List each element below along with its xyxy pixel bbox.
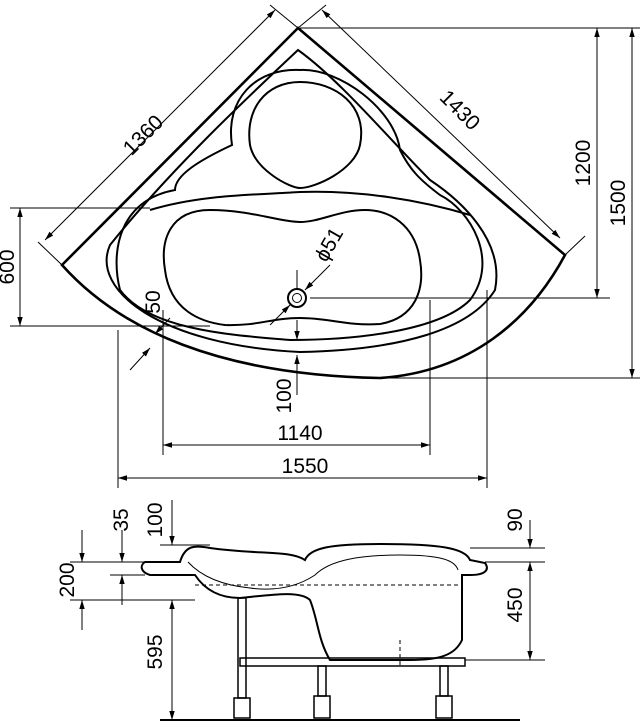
dimension-lines: [17, 9, 635, 481]
drain-outer: [287, 288, 307, 308]
dim-drain-diameter: ϕ51: [311, 224, 348, 266]
dim-apron-height: 200: [56, 562, 79, 597]
tub-side-profile-outer: [140, 542, 488, 661]
tub-basin: [162, 208, 423, 327]
tub-backrest-lobe: [248, 80, 363, 190]
dim-inner-width: 1140: [277, 422, 322, 445]
dim-overall-width: 1550: [282, 455, 329, 478]
side-extension-lines: [70, 544, 545, 721]
drain-inner: [292, 293, 302, 303]
dim-overall-depth: 1500: [607, 180, 630, 227]
dim-right-rim-offset: 90: [504, 508, 527, 531]
dim-inner-depth: 1200: [572, 140, 595, 187]
dim-left-side: 1360: [119, 111, 168, 160]
dim-rim-thickness: 35: [110, 508, 133, 531]
dim-front-rim: 100: [273, 378, 296, 413]
side-view: 35 100 200 595 90 450: [56, 500, 545, 721]
dim-basin-depth: 450: [504, 587, 527, 622]
top-view: 1360 1430 1200 1500 600 50 ϕ51 100 1140 …: [0, 4, 640, 488]
tub-outer-outline: [60, 26, 567, 380]
side-dimension-lines: [79, 500, 533, 720]
dim-headrest-height: 100: [144, 502, 167, 537]
tub-legs: [233, 597, 453, 719]
dim-leg-height: 595: [144, 634, 167, 669]
dim-rim-width: 50: [142, 290, 165, 313]
dim-side-offset: 600: [0, 249, 19, 284]
support-frame: [239, 657, 466, 667]
dim-right-side: 1430: [435, 86, 484, 135]
tub-side-profile-inner: [187, 554, 459, 590]
